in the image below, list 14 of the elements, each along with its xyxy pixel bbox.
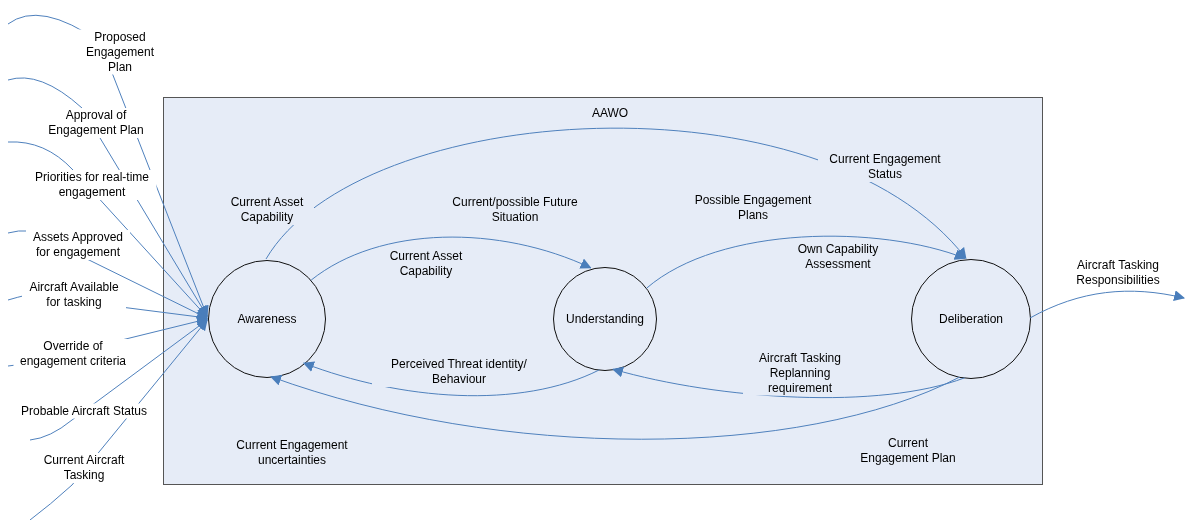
node-label: Deliberation <box>938 312 1003 326</box>
arrow <box>270 374 961 440</box>
arrow <box>265 127 967 260</box>
arrow <box>611 366 966 399</box>
arrow <box>646 235 966 289</box>
edge-label: Aircraft Available for tasking <box>22 280 126 310</box>
node-label: Awareness <box>237 312 297 326</box>
arrow <box>29 319 208 441</box>
node-label: Understanding <box>565 312 645 326</box>
system-panel <box>163 97 1043 485</box>
edge-label: Assets Approved for engagement <box>26 230 130 260</box>
arrow <box>1029 290 1186 319</box>
arrow <box>310 236 592 281</box>
arrow <box>302 361 600 397</box>
